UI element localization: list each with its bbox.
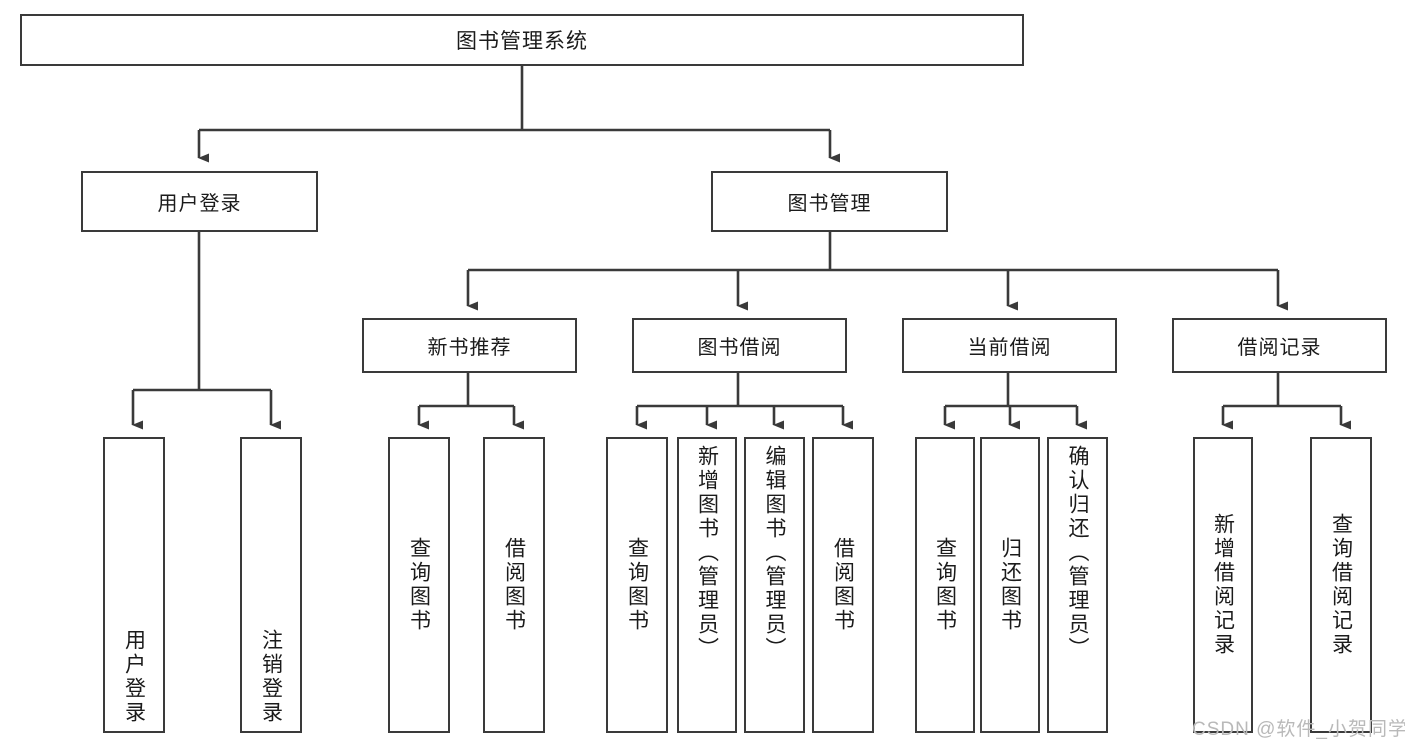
node-leaf-query-book-1[interactable]: 查询图书 <box>388 437 450 733</box>
node-label: 用户登录 <box>157 193 242 215</box>
node-leaf-logout-login[interactable]: 注销登录 <box>240 437 302 733</box>
node-label: 新增图书（管理员） <box>695 445 719 661</box>
watermark: CSDN @软件_小贺同学 <box>1192 719 1405 740</box>
node-label: 查询图书 <box>625 537 649 633</box>
node-label: 确认归还（管理员） <box>1066 445 1089 661</box>
node-label: 归还图书 <box>998 537 1022 633</box>
node-label: 编辑图书（管理员） <box>763 445 786 661</box>
node-label: 新书推荐 <box>427 337 512 359</box>
node-leaf-edit-book-admin[interactable]: 编辑图书（管理员） <box>744 437 805 733</box>
node-label: 注销登录 <box>259 629 283 725</box>
node-leaf-user-login[interactable]: 用户登录 <box>103 437 165 733</box>
node-label: 借阅图书 <box>502 537 526 633</box>
node-label: 查询图书 <box>933 537 957 633</box>
node-label: 当前借阅 <box>967 337 1052 359</box>
node-book-management[interactable]: 图书管理 <box>711 171 948 232</box>
node-leaf-add-book-admin[interactable]: 新增图书（管理员） <box>677 437 737 733</box>
node-label: 借阅记录 <box>1237 337 1322 359</box>
node-leaf-query-borrow-record[interactable]: 查询借阅记录 <box>1310 437 1372 733</box>
node-current-borrow[interactable]: 当前借阅 <box>902 318 1117 373</box>
node-label: 图书管理 <box>787 193 872 215</box>
node-label: 查询图书 <box>407 537 431 633</box>
node-leaf-borrow-book-1[interactable]: 借阅图书 <box>483 437 545 733</box>
node-book-borrow[interactable]: 图书借阅 <box>632 318 847 373</box>
node-label: 查询借阅记录 <box>1329 513 1353 657</box>
node-new-book-recommend[interactable]: 新书推荐 <box>362 318 577 373</box>
node-label: 用户登录 <box>122 629 146 725</box>
node-leaf-borrow-book-2[interactable]: 借阅图书 <box>812 437 874 733</box>
node-label: 图书管理系统 <box>456 30 588 53</box>
node-label: 图书借阅 <box>697 337 782 359</box>
node-leaf-add-borrow-record[interactable]: 新增借阅记录 <box>1193 437 1253 733</box>
node-book-management-system[interactable]: 图书管理系统 <box>20 14 1024 66</box>
node-user-login[interactable]: 用户登录 <box>81 171 318 232</box>
node-leaf-confirm-return-admin[interactable]: 确认归还（管理员） <box>1047 437 1108 733</box>
node-leaf-return-book[interactable]: 归还图书 <box>980 437 1040 733</box>
node-leaf-query-book-3[interactable]: 查询图书 <box>915 437 975 733</box>
node-label: 借阅图书 <box>831 537 855 633</box>
node-borrow-record[interactable]: 借阅记录 <box>1172 318 1387 373</box>
node-label: 新增借阅记录 <box>1211 513 1235 657</box>
node-leaf-query-book-2[interactable]: 查询图书 <box>606 437 668 733</box>
